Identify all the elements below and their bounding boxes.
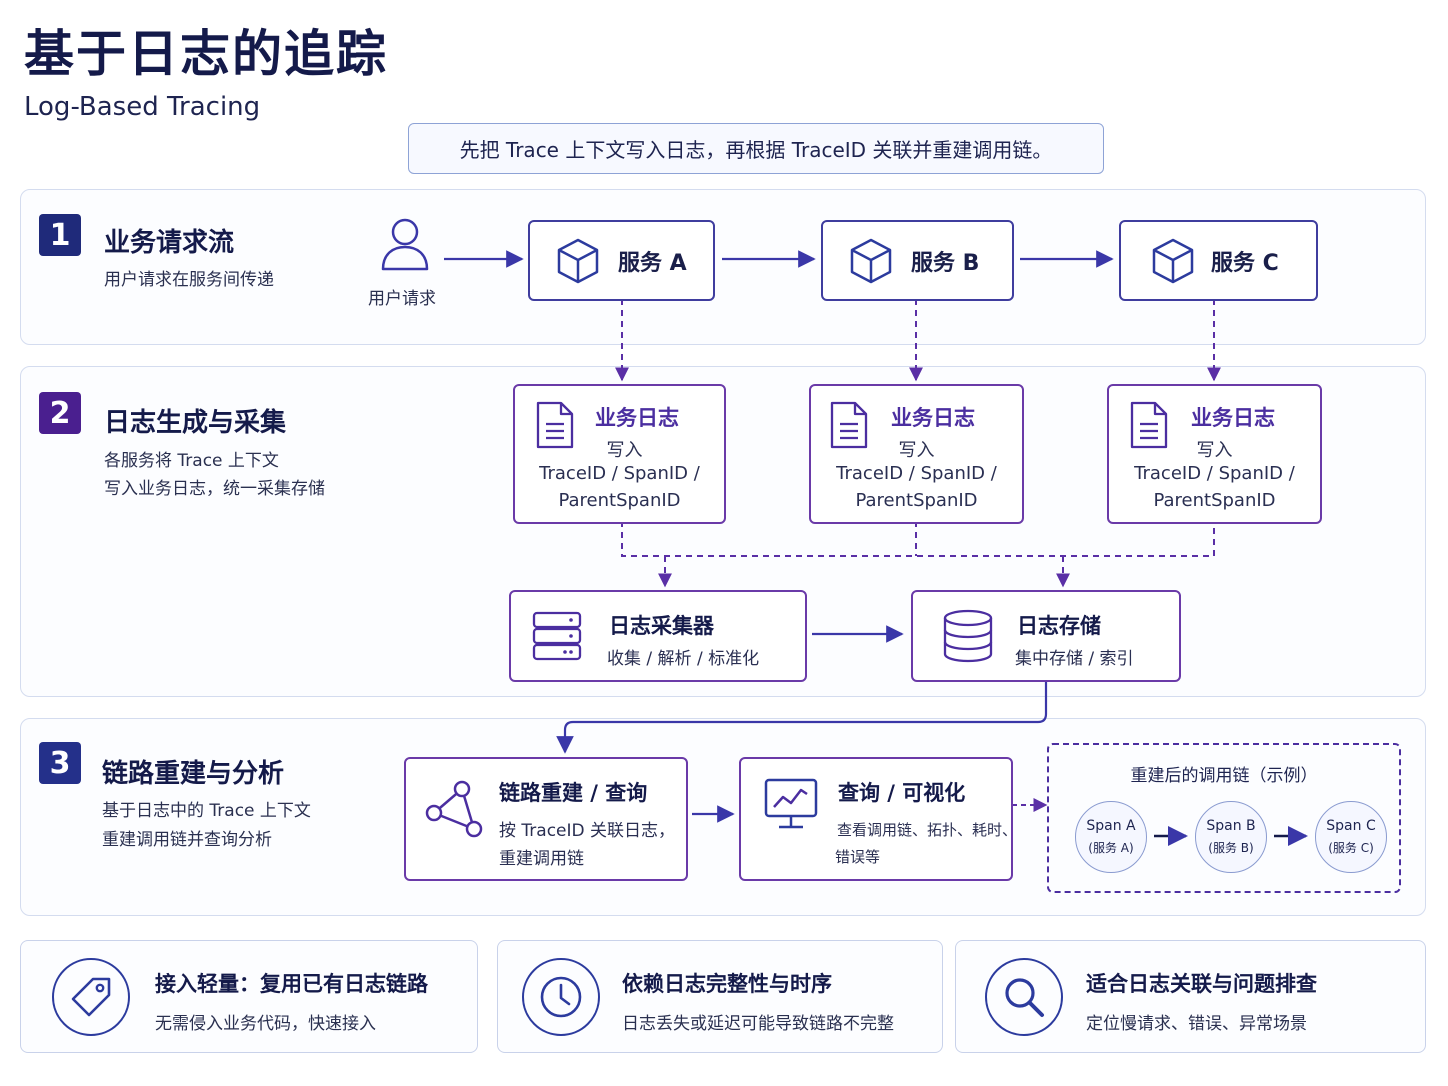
section-title-1: 业务请求流: [104, 228, 235, 258]
rebuild-title: 链路重建 / 查询: [499, 781, 648, 805]
section-number-1: 1: [39, 214, 81, 256]
search-icon: [985, 958, 1063, 1036]
section-number-3: 3: [39, 742, 81, 784]
span-service: (服务 B): [1208, 841, 1254, 855]
span-service: (服务 A): [1088, 841, 1134, 855]
log-box-title: 业务日志: [891, 406, 975, 430]
log-box-line1: 写入: [606, 440, 643, 461]
cube-icon: [849, 237, 893, 285]
tag-icon: [52, 958, 130, 1036]
section-desc-2-line1: 各服务将 Trace 上下文: [104, 451, 279, 471]
feature-card-troubleshooting: 适合日志关联与问题排查 定位慢请求、错误、异常场景: [955, 940, 1426, 1053]
span-name: Span C: [1326, 818, 1376, 834]
log-box-line3: ParentSpanID: [1153, 490, 1276, 511]
card-title: 接入轻量：复用已有日志链路: [155, 972, 428, 996]
collector-sub: 收集 / 解析 / 标准化: [607, 649, 760, 669]
feature-card-integrity: 依赖日志完整性与时序 日志丢失或延迟可能导致链路不完整: [497, 940, 943, 1053]
section-desc-2-line2: 写入业务日志，统一采集存储: [104, 479, 325, 499]
server-icon: [531, 610, 583, 666]
cube-icon: [1151, 237, 1195, 285]
service-c-label: 服务 C: [1211, 250, 1279, 276]
log-box-a: 业务日志 写入 TraceID / SpanID / ParentSpanID: [513, 384, 726, 524]
card-title: 适合日志关联与问题排查: [1086, 972, 1317, 996]
rebuild-line2: 重建调用链: [499, 849, 584, 869]
clock-icon: [522, 958, 600, 1036]
span-node: Span B (服务 B): [1195, 801, 1267, 873]
collector-title: 日志采集器: [609, 614, 714, 638]
document-icon: [535, 400, 575, 454]
log-box-line2: TraceID / SpanID /: [539, 463, 700, 484]
query-line2: 错误等: [835, 848, 881, 866]
span-name: Span A: [1086, 818, 1136, 834]
document-icon: [1129, 400, 1169, 454]
storage-title: 日志存储: [1017, 614, 1101, 638]
service-b-box: 服务 B: [821, 220, 1014, 301]
section-desc-3-line1: 基于日志中的 Trace 上下文: [102, 801, 311, 821]
section-desc-1: 用户请求在服务间传递: [104, 270, 274, 290]
database-icon: [941, 608, 995, 668]
query-title: 查询 / 可视化: [838, 781, 966, 805]
monitor-chart-icon: [763, 777, 819, 837]
example-trace-title: 重建后的调用链（示例）: [1130, 766, 1318, 786]
log-box-c: 业务日志 写入 TraceID / SpanID / ParentSpanID: [1107, 384, 1322, 524]
log-box-line3: ParentSpanID: [558, 490, 681, 511]
section-desc-3-line2: 重建调用链并查询分析: [102, 830, 272, 850]
span-service: (服务 C): [1328, 841, 1374, 855]
span-name: Span B: [1206, 818, 1256, 834]
card-desc: 日志丢失或延迟可能导致链路不完整: [622, 1014, 894, 1034]
log-box-title: 业务日志: [1191, 406, 1275, 430]
log-box-b: 业务日志 写入 TraceID / SpanID / ParentSpanID: [809, 384, 1024, 524]
log-box-line2: TraceID / SpanID /: [836, 463, 997, 484]
page-title: 基于日志的追踪: [24, 25, 388, 83]
log-box-line1: 写入: [1196, 440, 1233, 461]
log-box-line1: 写入: [898, 440, 935, 461]
storage-sub: 集中存储 / 索引: [1015, 649, 1134, 669]
rebuild-line1: 按 TraceID 关联日志，: [499, 821, 676, 841]
log-box-line3: ParentSpanID: [855, 490, 978, 511]
section-title-2: 日志生成与采集: [104, 408, 287, 438]
log-box-title: 业务日志: [595, 406, 679, 430]
example-trace-panel: 重建后的调用链（示例） Span A (服务 A) Span B (服务 B) …: [1047, 743, 1401, 893]
trace-rebuild-box: 链路重建 / 查询 按 TraceID 关联日志， 重建调用链: [404, 757, 688, 881]
log-box-line2: TraceID / SpanID /: [1134, 463, 1295, 484]
section-number-2: 2: [39, 392, 81, 434]
section-title-3: 链路重建与分析: [102, 759, 285, 789]
user-icon: [380, 216, 430, 272]
page-subtitle: Log-Based Tracing: [24, 92, 261, 122]
feature-card-lightweight: 接入轻量：复用已有日志链路 无需侵入业务代码，快速接入: [20, 940, 478, 1053]
card-desc: 无需侵入业务代码，快速接入: [155, 1014, 376, 1034]
span-node: Span C (服务 C): [1315, 801, 1387, 873]
service-a-label: 服务 A: [618, 250, 687, 276]
summary-banner-text: 先把 Trace 上下文写入日志，再根据 TraceID 关联并重建调用链。: [459, 138, 1053, 162]
query-line1: 查看调用链、拓扑、耗时、: [837, 821, 1018, 839]
summary-banner: 先把 Trace 上下文写入日志，再根据 TraceID 关联并重建调用链。: [408, 123, 1104, 174]
topology-icon: [422, 779, 486, 843]
user-request-label: 用户请求: [368, 289, 436, 309]
cube-icon: [556, 237, 600, 285]
document-icon: [829, 400, 869, 454]
service-c-box: 服务 C: [1119, 220, 1318, 301]
log-storage-box: 日志存储 集中存储 / 索引: [911, 590, 1181, 682]
query-visualize-box: 查询 / 可视化 查看调用链、拓扑、耗时、 错误等: [739, 757, 1017, 881]
card-title: 依赖日志完整性与时序: [622, 972, 832, 996]
service-a-box: 服务 A: [528, 220, 715, 301]
service-b-label: 服务 B: [911, 250, 980, 276]
span-node: Span A (服务 A): [1075, 801, 1147, 873]
card-desc: 定位慢请求、错误、异常场景: [1086, 1014, 1307, 1034]
log-collector-box: 日志采集器 收集 / 解析 / 标准化: [509, 590, 807, 682]
